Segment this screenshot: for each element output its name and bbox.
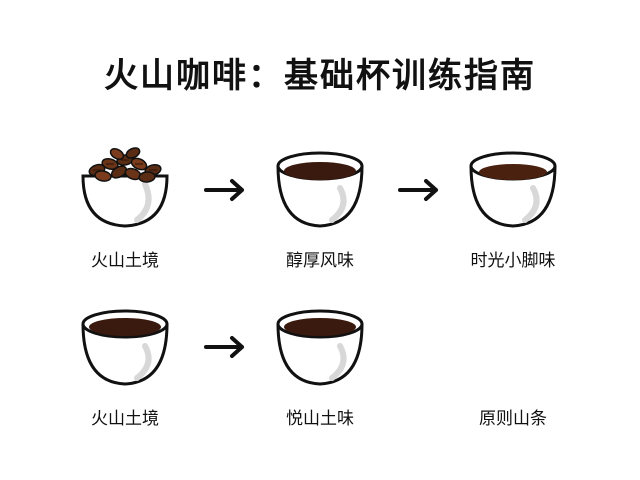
step-beans-bowl: 火山土境: [50, 140, 200, 271]
step-coffee-bowl: 醇厚风味: [245, 140, 395, 271]
coffee-beans-bowl-icon: [81, 147, 169, 228]
arrow-right-icon: [204, 336, 244, 358]
coffee-bowl-icon: [276, 309, 364, 386]
coffee-bowl-icon: [469, 151, 557, 228]
step-label: 火山土境: [91, 409, 159, 429]
step-label: 火山土境: [91, 251, 159, 271]
step-coffee-bowl: 悦山土味: [245, 298, 395, 429]
step-coffee-bowl: 时光小脚味: [438, 140, 588, 271]
coffee-beans: [88, 147, 162, 183]
step-label: 时光小脚味: [470, 251, 556, 271]
arrow-right-icon: [398, 179, 438, 201]
step-coffee-bowl: 火山土境: [50, 298, 200, 429]
page-title: 火山咖啡：基础杯训练指南: [104, 56, 536, 96]
step-label: 悦山土味: [286, 409, 354, 429]
arrow-right-icon: [204, 179, 244, 201]
coffee-bowl-icon: [81, 309, 169, 386]
step-text-only: 原则山条: [438, 298, 588, 429]
coffee-bowl-icon: [276, 151, 364, 228]
step-label: 原则山条: [479, 409, 547, 429]
step-label: 醇厚风味: [286, 251, 354, 271]
